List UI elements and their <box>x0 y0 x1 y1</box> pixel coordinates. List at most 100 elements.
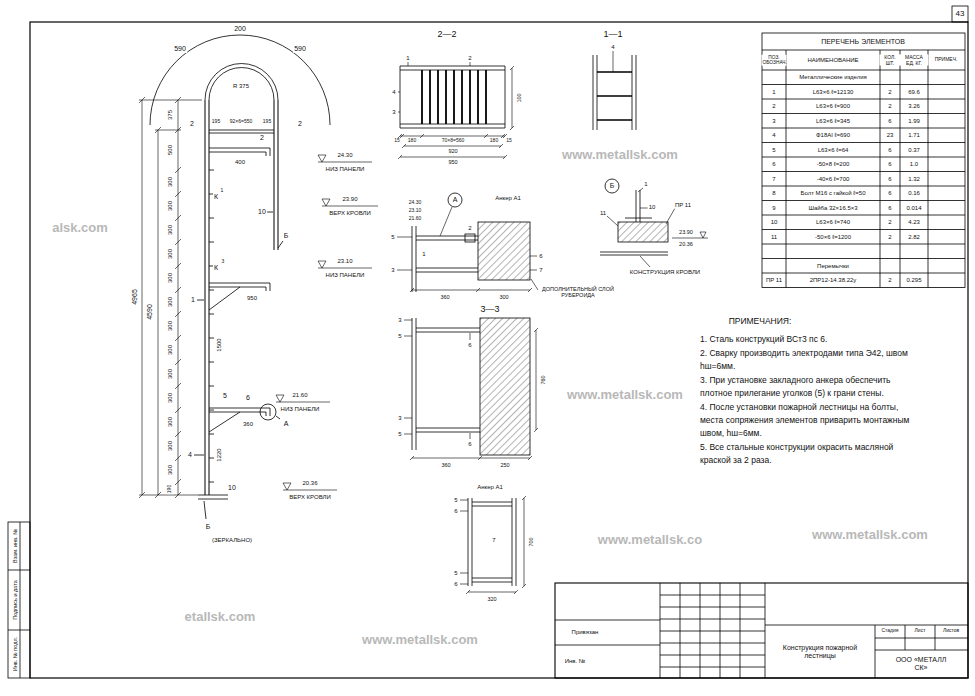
table-cell: 8 <box>771 190 776 197</box>
part-mark: ПР 11 <box>674 202 692 209</box>
table-cell: Болт М16 с гайкой ℓ=50 <box>800 190 867 197</box>
table-cell: 10 <box>770 219 779 226</box>
dimension: 300 <box>167 368 174 380</box>
dimension: 180 <box>489 138 499 144</box>
stamp-label: Подпись и дата <box>12 579 18 621</box>
callout-number: 10 <box>648 204 657 211</box>
note: 2. Сварку производить электродами типа Э… <box>700 347 910 373</box>
remark: КОНСТРУКЦИЯ КРОВЛИ <box>629 269 701 276</box>
note: 1. Сталь конструкций ВСт3 пс 6. <box>700 333 910 346</box>
detail-label: А <box>283 420 290 428</box>
title-block <box>555 583 968 678</box>
table-cell: 2 <box>887 233 892 240</box>
detail-label: Б <box>609 182 616 190</box>
callout-number: 5 <box>397 333 402 340</box>
dimension: 920 <box>447 148 458 154</box>
level-note: НИЗ ПАНЕЛИ <box>280 406 321 413</box>
dimension: 15 <box>505 138 513 144</box>
table-cell: 6 <box>887 175 892 182</box>
table-cell: 1.32 <box>907 175 921 182</box>
section-2-2 <box>398 62 514 159</box>
table-cell: 0.37 <box>907 146 921 153</box>
table-cell: 1.99 <box>907 117 921 124</box>
title-cell: Конструкция пожарной лестницы <box>769 644 871 659</box>
dimension: 700 <box>528 536 534 547</box>
dimension: 100 <box>516 92 522 103</box>
table-cell: 4 <box>771 132 776 139</box>
note: 3. При установке закладного анкера обесп… <box>700 374 910 400</box>
dimension: 250 <box>499 462 510 468</box>
level-mark: 21.60 <box>291 392 308 399</box>
page-number: 43 <box>955 10 966 19</box>
dimension: 1220 <box>216 447 223 462</box>
callout-number: 6 <box>245 394 251 402</box>
table-cell: 2.82 <box>907 233 921 240</box>
stamp-label: Инв. № подл. <box>12 636 18 672</box>
callout-number: 1 <box>643 181 648 188</box>
title-cell: Листов <box>942 628 960 634</box>
dimension: 320 <box>486 596 497 602</box>
dimension-lines <box>139 97 202 498</box>
callout-number: 5 <box>222 392 228 400</box>
title-cell: ООО «МЕТАЛЛ СК» <box>892 656 950 671</box>
dimension: 590 <box>173 45 187 53</box>
callout-number: 2 <box>189 120 195 128</box>
title-cell: Лист <box>914 628 927 634</box>
table-cell: 11 <box>770 233 778 240</box>
callout-number: 4 <box>187 451 193 459</box>
callout-number: 2 <box>467 225 472 232</box>
dimension: 1500 <box>216 337 223 352</box>
watermark: www.metallsk.com <box>566 388 684 402</box>
notes-block: 1. Сталь конструкций ВСт3 пс 6.2. Сварку… <box>700 333 910 468</box>
callout-number: 2 <box>297 120 303 128</box>
note: 5. Все стальные конструкции окрасить мас… <box>700 441 910 467</box>
callout-number: 7 <box>491 537 496 544</box>
dimension: 300 <box>167 320 174 332</box>
table-cell: L63×6 ℓ=345 <box>815 117 851 124</box>
table-heading: ПЕРЕЧЕНЬ ЭЛЕМЕНТОВ <box>820 38 906 46</box>
title-cell: Стадия <box>880 628 899 634</box>
callout-number: 5 <box>453 497 458 504</box>
dimension: 70×8=560 <box>441 138 466 144</box>
table-cell: 9 <box>771 204 776 211</box>
table-cell: 6 <box>887 204 892 211</box>
table-cell: 6 <box>887 190 892 197</box>
callout-number: 6 <box>467 342 472 349</box>
watermark: www.metallsk.com <box>811 528 929 542</box>
dimension: 300 <box>167 344 174 356</box>
table-header: ПОЗ. ОБОЗНАЧ. <box>762 55 787 66</box>
table-cell: 2 <box>887 103 892 110</box>
callout-number: 10 <box>227 484 237 492</box>
level-note: ВЕРХ КРОВЛИ <box>328 210 372 217</box>
callout-number: 4 <box>391 89 396 96</box>
dimension: 300 <box>167 248 174 260</box>
table-header: НАИМЕНОВАНИЕ <box>806 57 859 64</box>
dimension: 360 <box>439 294 450 300</box>
callout-number: 11 <box>599 210 607 217</box>
callout-number: 3 <box>391 109 396 116</box>
title-cell: Инв. № <box>564 658 587 665</box>
section-mark: К <box>213 193 219 201</box>
table-cell: 5 <box>771 146 776 153</box>
callout-number: 6 <box>467 441 472 448</box>
stamp-label: Взам. инв. № <box>12 528 18 564</box>
table-cell: L63×6 ℓ=740 <box>815 219 851 226</box>
watermark: alsk.com <box>51 221 109 235</box>
dimension: 195 <box>211 119 221 125</box>
table-cell: -40×6 ℓ=700 <box>816 175 851 182</box>
anchor-a1 <box>460 496 526 594</box>
dimension: 360 <box>242 421 254 428</box>
table-cell: 2ПР12-14.38.22у <box>809 277 858 284</box>
detail-label: А <box>452 196 459 204</box>
table-cell: -50×6 ℓ=1200 <box>814 233 852 240</box>
watermark: www.metallsk.com <box>361 633 479 647</box>
dimension: 300 <box>167 464 174 476</box>
callout-number: 1 <box>405 55 410 62</box>
table-cell: 3.26 <box>907 103 921 110</box>
callout-number: 10 <box>257 208 267 216</box>
callout-number: 1 <box>190 296 196 304</box>
dimension: 375 <box>167 109 174 121</box>
detail-title: Анкер А1 <box>494 195 522 202</box>
callout-number: 4 <box>610 44 615 51</box>
dimension: 300 <box>167 440 174 452</box>
